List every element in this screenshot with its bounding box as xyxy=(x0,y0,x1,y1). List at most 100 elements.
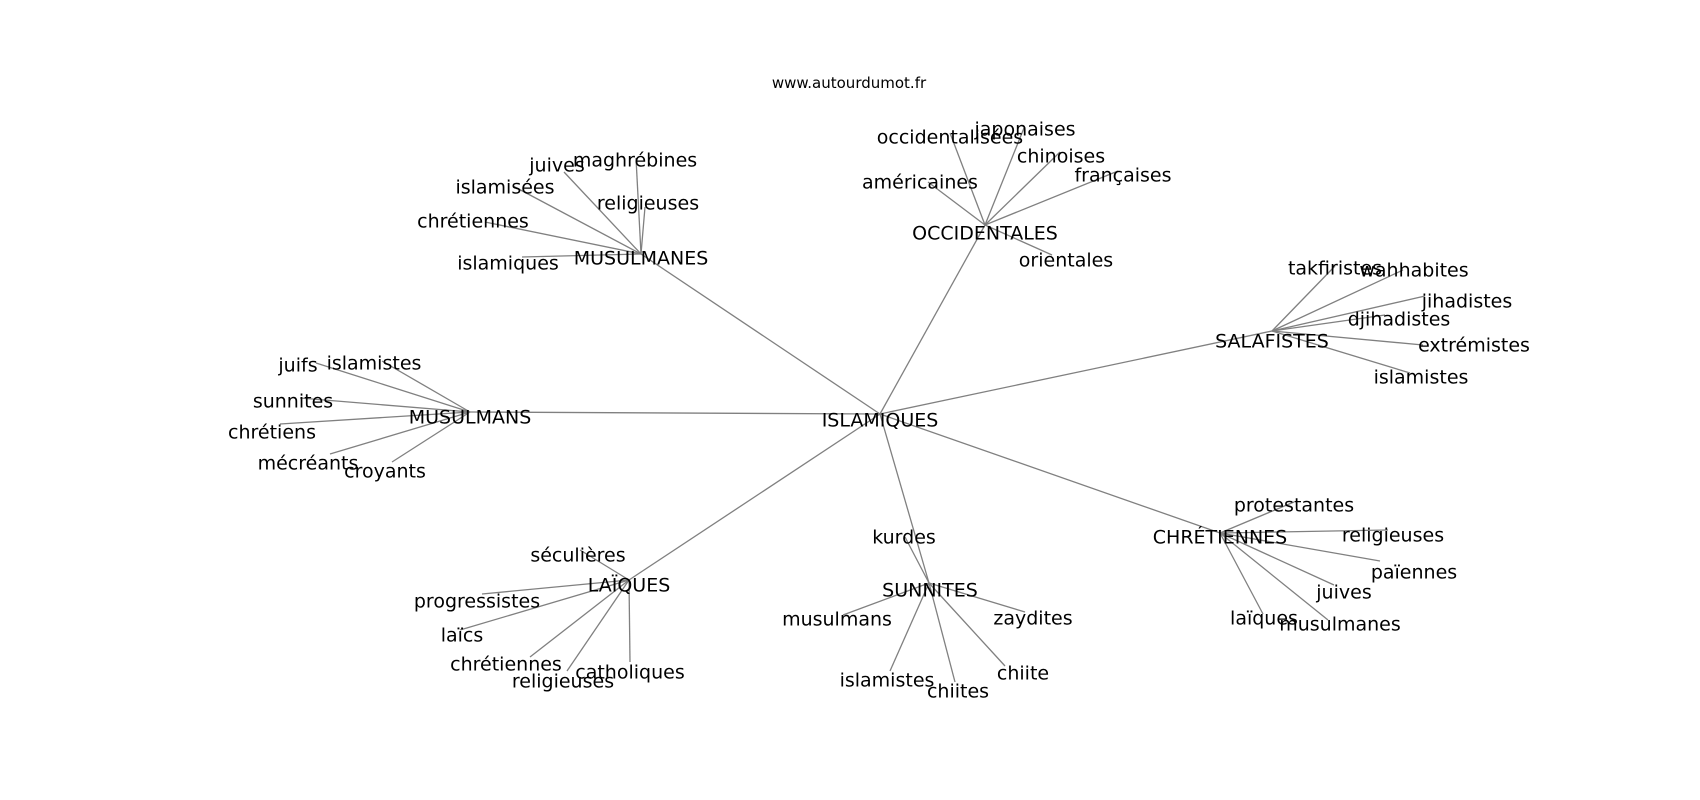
edge-hub-3-child-2 xyxy=(299,397,471,413)
hub-label: SUNNITES xyxy=(882,580,978,602)
child-label: juives xyxy=(1315,582,1371,604)
edge-hub-1-child-5 xyxy=(984,224,1053,256)
edge-hub-2-child-0 xyxy=(1271,265,1336,332)
edge-hub-1-child-1 xyxy=(949,132,986,226)
edge-hub-0-child-5 xyxy=(521,253,642,258)
child-label: protestantes xyxy=(1234,495,1354,517)
edge-hub-5-child-2 xyxy=(459,579,630,631)
child-label: sunnites xyxy=(253,391,333,413)
edge-hub-0-child-4 xyxy=(484,221,642,255)
edge-hub-0-child-0 xyxy=(635,157,642,255)
child-label: laïques xyxy=(1230,608,1298,630)
hub-label: OCCIDENTALES xyxy=(912,223,1058,245)
hub-label: SALAFISTES xyxy=(1215,331,1329,353)
edge-hub-6-child-1 xyxy=(842,582,930,616)
edge-hub-4-child-1 xyxy=(1219,529,1389,534)
edge-hub-1-child-4 xyxy=(927,181,986,226)
child-label: religieuses xyxy=(1342,525,1444,547)
edge-center-1 xyxy=(879,224,986,415)
child-label: chrétiennes xyxy=(450,654,562,676)
edge-center-6 xyxy=(879,413,930,584)
edge-hub-3-child-1 xyxy=(381,360,471,413)
edge-hub-6-child-2 xyxy=(928,582,1026,613)
child-label: séculières xyxy=(530,545,625,567)
edge-hub-3-child-5 xyxy=(391,411,471,463)
child-label: djihadistes xyxy=(1348,309,1451,331)
child-label: islamistes xyxy=(327,353,422,375)
child-label: islamisées xyxy=(455,177,554,199)
child-label: wahhabites xyxy=(1359,260,1468,282)
edge-hub-5-child-0 xyxy=(579,549,630,581)
child-label: chrétiennes xyxy=(417,211,529,233)
edge-center-5 xyxy=(628,413,881,581)
child-label: chinoises xyxy=(1017,146,1105,168)
child-label: laïcs xyxy=(441,625,484,647)
edge-hub-2-child-3 xyxy=(1271,314,1386,332)
child-label: musulmanes xyxy=(1279,614,1401,636)
edge-hub-6-child-4 xyxy=(928,582,1006,667)
edge-center-0 xyxy=(640,253,881,415)
child-label: chrétiens xyxy=(228,422,316,444)
edge-hub-4-child-4 xyxy=(1219,532,1264,615)
child-label: takfiristes xyxy=(1288,258,1382,280)
child-label: kurdes xyxy=(872,527,936,549)
edge-hub-3-child-4 xyxy=(329,411,471,455)
edge-center-3 xyxy=(469,411,881,415)
child-label: islamiques xyxy=(457,253,559,275)
edge-hub-1-child-2 xyxy=(984,151,1061,226)
child-label: chiites xyxy=(927,681,989,703)
child-label: juifs xyxy=(277,355,317,377)
child-label: américaines xyxy=(862,172,978,194)
edge-hub-3-child-0 xyxy=(315,362,471,413)
edge-hub-0-child-1 xyxy=(563,171,642,255)
hub-label: LAÏQUES xyxy=(588,574,671,597)
child-label: religieuses xyxy=(597,193,699,215)
child-label: orientales xyxy=(1019,250,1113,272)
edge-hub-0-child-3 xyxy=(640,206,646,255)
hub-label: CHRÉTIENNES xyxy=(1153,526,1287,549)
child-label: juives xyxy=(528,155,584,177)
edge-center-4 xyxy=(879,413,1221,534)
edge-hub-6-child-3 xyxy=(889,582,930,672)
child-label: extrémistes xyxy=(1418,335,1530,357)
child-label: musulmans xyxy=(782,609,892,631)
child-label: chiite xyxy=(997,663,1049,685)
edge-hub-4-child-2 xyxy=(1219,532,1381,562)
child-label: zaydites xyxy=(993,608,1072,630)
child-label: islamistes xyxy=(840,670,935,692)
child-label: catholiques xyxy=(575,662,684,684)
edge-hub-4-child-5 xyxy=(1219,532,1329,621)
child-label: islamistes xyxy=(1374,367,1469,389)
hub-label: MUSULMANS xyxy=(409,407,532,429)
labels-layer: maghrébinesjuivesislamiséesreligieusesch… xyxy=(228,119,1530,703)
child-label: françaises xyxy=(1074,165,1171,187)
edge-center-2 xyxy=(879,330,1273,415)
child-label: japonaises xyxy=(973,119,1075,141)
edge-hub-6-child-0 xyxy=(904,536,930,584)
edges-layer xyxy=(279,127,1426,683)
edge-hub-3-child-3 xyxy=(279,411,471,425)
edge-hub-2-child-2 xyxy=(1271,295,1426,332)
edge-hub-5-child-3 xyxy=(529,579,630,658)
center-label: ISLAMIQUES xyxy=(822,410,939,432)
edge-hub-5-child-4 xyxy=(628,579,631,663)
edge-hub-1-child-0 xyxy=(984,127,1025,226)
edge-hub-2-child-5 xyxy=(1271,330,1411,374)
edge-hub-4-child-3 xyxy=(1219,532,1335,586)
edge-hub-6-child-5 xyxy=(928,582,956,683)
edge-hub-2-child-4 xyxy=(1271,330,1424,346)
child-label: maghrébines xyxy=(573,150,697,172)
edge-hub-4-child-0 xyxy=(1219,501,1295,534)
source-label: www.autourdumot.fr xyxy=(772,74,927,92)
edge-hub-1-child-3 xyxy=(984,170,1119,226)
edge-hub-2-child-1 xyxy=(1271,269,1404,332)
child-label: occidentalisées xyxy=(877,127,1023,149)
child-label: croyants xyxy=(344,461,426,483)
child-label: religieuses xyxy=(512,671,614,693)
edge-hub-0-child-2 xyxy=(512,185,642,255)
edge-hub-5-child-5 xyxy=(566,579,630,672)
child-label: païennes xyxy=(1371,562,1457,584)
child-label: mécréants xyxy=(258,453,359,475)
